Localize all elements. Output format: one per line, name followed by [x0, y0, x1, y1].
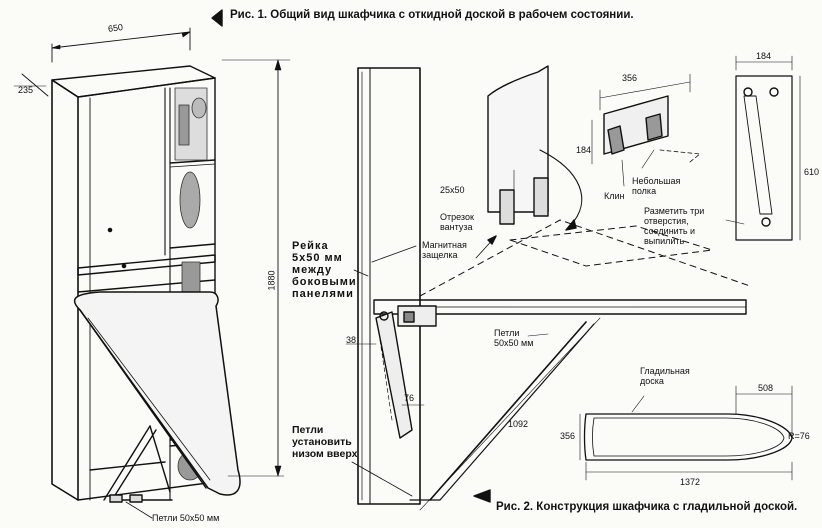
mark-holes-label: Разметить три отверстия, соединить и вып… — [644, 206, 705, 246]
magnet-latch-label: Магнитная защелка — [422, 240, 467, 260]
plunger-piece-label: Отрезок вантуза — [440, 212, 474, 232]
dimension-184-top: 184 — [756, 51, 772, 61]
dimension-610: 610 — [804, 167, 820, 177]
dimension-650: 650 — [107, 22, 124, 34]
dimension-76: 76 — [404, 393, 415, 403]
ironing-board-label: Гладильная доска — [640, 366, 690, 386]
radius-76: R=76 — [788, 431, 810, 441]
dimension-1092: 1092 — [508, 419, 529, 429]
hinges-label: Петли 50x50 мм — [494, 328, 534, 348]
dimension-508: 508 — [758, 383, 774, 393]
cabinet-hinges-label: Петли 50x50 мм — [152, 513, 220, 523]
dimension-184-left: 184 — [576, 145, 592, 155]
dimension-1880: 1880 — [266, 270, 277, 291]
dimension-356-top: 356 — [622, 73, 638, 83]
cabinet-figure — [13, 27, 291, 519]
rail-note: Рейка 5x50 мм между боковыми панелями — [292, 240, 357, 300]
piece-size-label: 25x50 — [440, 185, 465, 195]
dimension-1372: 1372 — [680, 477, 701, 487]
shelf-label: Небольшая полка — [632, 176, 681, 196]
hinge-note: Петли установить низом вверх — [292, 424, 358, 460]
dimension-356-board: 356 — [560, 431, 576, 441]
dimension-235: 235 — [18, 85, 34, 95]
construction-figure — [211, 9, 801, 511]
figure1-caption: Рис. 1. Общий вид шкафчика с откидной до… — [230, 9, 634, 21]
dimension-38: 38 — [346, 335, 357, 345]
figure2-caption: Рис. 2. Конструкция шкафчика с гладильно… — [496, 501, 798, 513]
wedge-label: Клин — [604, 191, 625, 201]
